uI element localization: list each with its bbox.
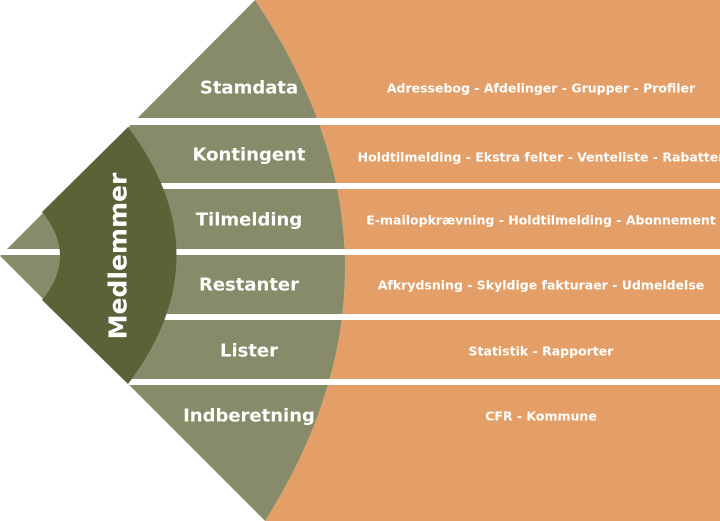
orange-region: [255, 0, 720, 521]
separator: [0, 118, 720, 125]
category-kontingent: Kontingent: [192, 144, 306, 166]
center-label: Medlemmer: [103, 172, 133, 340]
category-restanter: Restanter: [198, 274, 300, 296]
items-kontingent: Holdtilmelding - Ekstra felter - Venteli…: [357, 149, 720, 165]
category-stamdata: Stamdata: [199, 77, 299, 99]
items-stamdata: Adressebog - Afdelinger - Grupper - Prof…: [386, 80, 696, 96]
category-lister: Lister: [219, 340, 279, 362]
items-tilmelding: E-mailopkrævning - Holdtilmelding - Abon…: [366, 212, 716, 228]
separator: [0, 379, 720, 385]
category-tilmelding: Tilmelding: [195, 209, 303, 231]
separator: [0, 314, 720, 320]
category-indberetning: Indberetning: [183, 405, 315, 427]
row-separators: [0, 118, 720, 385]
center-shape: [42, 127, 177, 384]
items-indberetning: CFR - Kommune: [485, 408, 597, 424]
items-lister: Statistik - Rapporter: [468, 343, 614, 359]
items-restanter: Afkrydsning - Skyldige fakturaer - Udmel…: [377, 277, 705, 293]
white-left-mask: [0, 0, 265, 521]
separator: [0, 183, 720, 189]
separator: [0, 249, 720, 255]
